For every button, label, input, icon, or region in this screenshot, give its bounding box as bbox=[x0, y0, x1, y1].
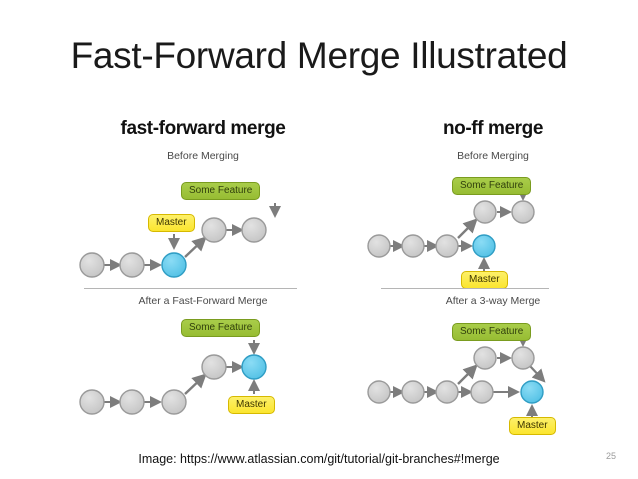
commit-node-grey bbox=[161, 389, 187, 415]
branch-label-master[interactable]: Master bbox=[461, 271, 508, 289]
commit-node-grey bbox=[470, 380, 494, 404]
branch-label-some-feature[interactable]: Some Feature bbox=[181, 319, 261, 337]
panel-fast-forward-merge: fast-forward merge Before Merging bbox=[58, 118, 348, 438]
commit-node-grey bbox=[201, 217, 227, 243]
commit-node-grey bbox=[201, 354, 227, 380]
commit-node-blue-master bbox=[161, 252, 187, 278]
commit-node-grey bbox=[79, 252, 105, 278]
source-caption: Image: https://www.atlassian.com/git/tut… bbox=[138, 452, 500, 466]
stage-caption-before-merging: Before Merging bbox=[457, 150, 529, 162]
panel-divider-right bbox=[381, 288, 549, 289]
commit-node-grey bbox=[511, 346, 535, 370]
branch-label-master[interactable]: Master bbox=[228, 396, 275, 414]
commit-node-grey bbox=[435, 234, 459, 258]
commit-node-grey-feature-tip bbox=[511, 200, 535, 224]
commit-node-grey bbox=[119, 252, 145, 278]
commit-node-grey bbox=[367, 234, 391, 258]
branch-label-master[interactable]: Master bbox=[148, 214, 195, 232]
commit-node-grey bbox=[367, 380, 391, 404]
branch-label-some-feature[interactable]: Some Feature bbox=[452, 323, 532, 341]
diagram-ff-after: Some Feature Master bbox=[58, 314, 348, 434]
page-title: Fast-Forward Merge Illustrated bbox=[70, 35, 568, 76]
commit-node-blue-merge-commit bbox=[520, 380, 544, 404]
panel-divider-left bbox=[84, 288, 297, 289]
commit-node-grey bbox=[119, 389, 145, 415]
branch-label-some-feature[interactable]: Some Feature bbox=[181, 182, 261, 200]
branch-label-master[interactable]: Master bbox=[509, 417, 556, 435]
panel-heading-fast-forward: fast-forward merge bbox=[120, 118, 286, 139]
commit-node-grey-feature-tip bbox=[241, 217, 267, 243]
commit-node-grey bbox=[401, 234, 425, 258]
stage-caption-before-merging: Before Merging bbox=[167, 150, 239, 162]
panel-no-ff-merge: no-ff merge Before Merging bbox=[348, 118, 638, 438]
commit-node-blue-merged-tip bbox=[241, 354, 267, 380]
commit-node-grey bbox=[473, 346, 497, 370]
diagram-ff-before: Some Feature Master bbox=[58, 168, 348, 286]
commit-node-grey bbox=[473, 200, 497, 224]
commit-node-grey bbox=[435, 380, 459, 404]
commit-node-grey bbox=[401, 380, 425, 404]
stage-caption-after-fast-forward-merge: After a Fast-Forward Merge bbox=[138, 295, 268, 307]
diagram-noff-after: Some Feature Master bbox=[348, 314, 638, 435]
commit-node-blue-master bbox=[472, 234, 496, 258]
branch-label-some-feature[interactable]: Some Feature bbox=[452, 177, 532, 195]
panel-heading-no-ff: no-ff merge bbox=[442, 118, 544, 139]
page-number: 25 bbox=[605, 451, 616, 461]
stage-caption-after-3-way-merge: After a 3-way Merge bbox=[445, 295, 541, 307]
diagram-noff-before: Some Feature Master bbox=[348, 168, 638, 289]
commit-node-grey bbox=[79, 389, 105, 415]
